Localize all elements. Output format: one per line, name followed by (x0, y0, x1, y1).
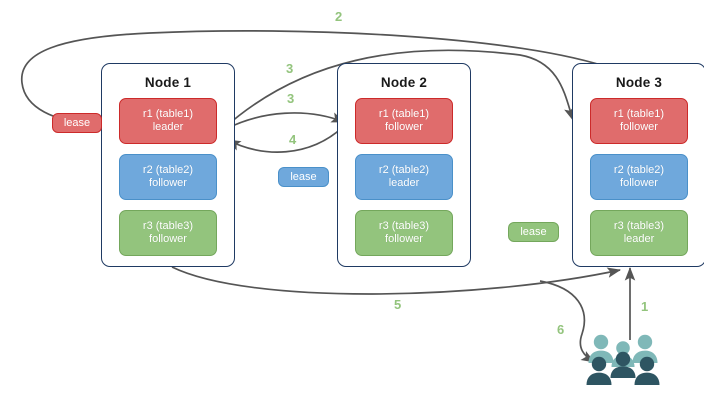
arrow-step-4 (227, 125, 345, 153)
replica-role: follower (385, 121, 423, 133)
replica-name: r1 (table1) (613, 107, 665, 120)
step-label-6: 6 (557, 322, 565, 337)
replica-r1[interactable]: r1 (table1) leader (119, 98, 217, 144)
replica-role: leader (623, 233, 655, 245)
step-label-3b: 3 (287, 91, 295, 106)
node-card-node2[interactable]: Node 2 r1 (table1) follower r2 (table2) … (337, 63, 471, 267)
replica-name: r3 (table3) (613, 219, 665, 232)
replica-r3[interactable]: r3 (table3) leader (590, 210, 688, 256)
replica-role: follower (620, 121, 658, 133)
step-label-1: 1 (641, 299, 649, 314)
replica-r1[interactable]: r1 (table1) follower (355, 98, 453, 144)
replica-role: follower (149, 233, 187, 245)
arrow-step-3-to-node2 (223, 112, 345, 131)
lease-badge-table2[interactable]: lease (278, 167, 329, 187)
step-label-4: 4 (289, 132, 297, 147)
replica-role: follower (385, 233, 423, 245)
replica-r2[interactable]: r2 (table2) follower (119, 154, 217, 200)
replica-name: r2 (table2) (142, 163, 194, 176)
step-label-3a: 3 (286, 61, 294, 76)
step-label-2: 2 (335, 9, 343, 24)
node-title: Node 1 (144, 75, 192, 90)
step-label-5: 5 (394, 297, 402, 312)
lease-badge-table1[interactable]: lease (52, 113, 102, 133)
replica-name: r1 (table1) (142, 107, 194, 120)
replica-r2[interactable]: r2 (table2) follower (590, 154, 688, 200)
replica-r3[interactable]: r3 (table3) follower (355, 210, 453, 256)
replica-r2[interactable]: r2 (table2) leader (355, 154, 453, 200)
replica-role: follower (620, 177, 658, 189)
node-title: Node 2 (380, 75, 428, 90)
replica-name: r2 (table2) (613, 163, 665, 176)
users-group-icon (586, 334, 660, 385)
replica-name: r1 (table1) (378, 107, 430, 120)
replica-name: r3 (table3) (378, 219, 430, 232)
replica-name: r2 (table2) (378, 163, 430, 176)
arrow-step-5 (171, 266, 621, 295)
replica-name: r3 (table3) (142, 219, 194, 232)
node-card-node3[interactable]: Node 3 r1 (table1) follower r2 (table2) … (572, 63, 704, 267)
lease-badge-table3[interactable]: lease (508, 222, 559, 242)
replica-r1[interactable]: r1 (table1) follower (590, 98, 688, 144)
node-card-node1[interactable]: Node 1 r1 (table1) leader r2 (table2) fo… (101, 63, 235, 267)
node-title: Node 3 (615, 75, 663, 90)
replica-role: follower (149, 177, 187, 189)
replica-r3[interactable]: r3 (table3) follower (119, 210, 217, 256)
replica-role: leader (388, 177, 420, 189)
replica-role: leader (152, 121, 184, 133)
